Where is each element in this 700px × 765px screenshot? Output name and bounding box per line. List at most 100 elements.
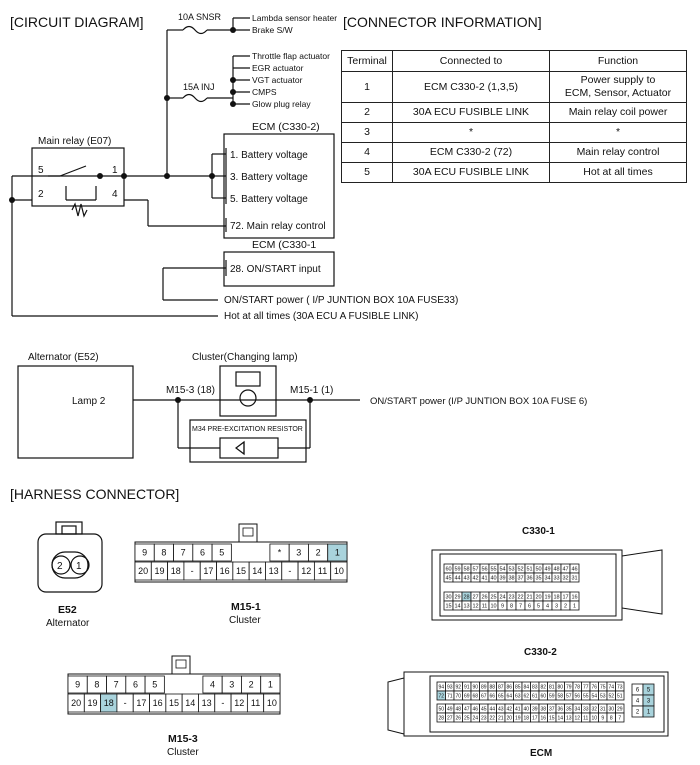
c330-2-side-cell — [642, 705, 655, 718]
e52-pin-2: 2 — [57, 561, 63, 572]
c330-1-pin-label: 42 — [472, 575, 478, 581]
c330-2-pin-label: 94 — [438, 684, 444, 690]
c330-2-pin-label: 14 — [557, 715, 563, 721]
m15-3-cell — [260, 675, 281, 694]
c330-1-pin-label: 24 — [499, 594, 505, 600]
c330-2-pin-label: 53 — [600, 693, 606, 699]
m15-3-pin-label: 19 — [87, 698, 97, 708]
m15-3-pin-label: 15 — [169, 698, 179, 708]
c330-2-pin-label: 37 — [549, 706, 555, 712]
m15-1-pin-label: 12 — [301, 566, 311, 576]
table-cell: 30A ECU FUSIBLE LINK — [392, 102, 550, 123]
c330-2-pin-label: 21 — [498, 715, 504, 721]
m15-3-pin-label: 8 — [94, 680, 99, 690]
c330-2-pin-label: 49 — [447, 706, 453, 712]
c330-2-pin-label: 89 — [481, 684, 487, 690]
c330-1-pin-label: 36 — [526, 575, 532, 581]
m15-1-pin-label: 20 — [138, 566, 148, 576]
c330-1-pin-label: 46 — [571, 566, 577, 572]
c330-2-pin-label: 50 — [438, 706, 444, 712]
c330-1-pin-label: 5 — [537, 603, 540, 609]
c330-2-pin-label: 46 — [472, 706, 478, 712]
alternator-label: Alternator (E52) — [28, 352, 99, 363]
m15-1-pin-label: 2 — [316, 548, 321, 558]
circuit-diagram-title: [CIRCUIT DIAGRAM] — [10, 14, 144, 30]
c330-2-pin-label: 92 — [455, 684, 461, 690]
ecm-pin-72: 72. Main relay control — [230, 221, 326, 232]
c330-1-pin-label: 16 — [571, 594, 577, 600]
c330-1-pin-label: 15 — [445, 603, 451, 609]
c330-2-pin-label: 70 — [455, 693, 461, 699]
table-cell: ECM C330-2 (72) — [392, 142, 550, 163]
header-connected-to: Connected to — [392, 50, 550, 72]
inj-load-4: Glow plug relay — [252, 99, 311, 109]
inj-load-3: CMPS — [252, 87, 277, 97]
m15-1-name: Cluster — [229, 615, 261, 626]
c330-2-pin-label: 13 — [566, 715, 572, 721]
c330-2-cell — [615, 712, 625, 723]
c330-1-pin-label: 58 — [463, 566, 469, 572]
m15-1-pin-label: - — [288, 566, 291, 576]
c330-2-pin-label: 10 — [591, 715, 597, 721]
m15-3-pin-label: M15-3 (18) — [166, 385, 215, 396]
m15-1-pin-label: 16 — [220, 566, 230, 576]
relay-pin-5: 5 — [38, 165, 44, 176]
relay-pin-4: 4 — [112, 189, 118, 200]
c330-1-pin-label: 7 — [519, 603, 522, 609]
c330-2-pin-label: 79 — [566, 684, 572, 690]
table-cell: Power supply to ECM, Sensor, Actuator — [549, 71, 687, 103]
c330-2-pin-label: 8 — [610, 715, 613, 721]
c330-1-pin-label: 14 — [454, 603, 460, 609]
ecm-c330-2-label: ECM (C330-2) — [252, 121, 320, 133]
c330-1-pin-label: 2 — [564, 603, 567, 609]
on-start-fuse6-label: ON/START power (I/P JUNTION BOX 10A FUSE… — [370, 396, 587, 407]
m15-3-pin-label: 11 — [251, 698, 260, 708]
m15-3-code: M15-3 — [168, 733, 198, 745]
m15-1-pin-label: 18 — [171, 566, 181, 576]
c330-2-pin-label: 73 — [617, 684, 623, 690]
c330-2-pin-label: 62 — [523, 693, 529, 699]
connector-info-title: [CONNECTOR INFORMATION] — [343, 14, 542, 30]
m15-1-cell — [327, 543, 348, 562]
table-cell: 4 — [341, 142, 393, 163]
c330-2-pin-label: 18 — [523, 715, 529, 721]
inj-load-1: EGR actuator — [252, 63, 304, 73]
m15-3-pin-label: - — [124, 698, 127, 708]
table-cell: Main relay control — [549, 142, 687, 163]
c330-2-pin-label: 39 — [532, 706, 538, 712]
m15-1-pin-label: 1 — [335, 548, 340, 558]
c330-2-pin-label: 56 — [574, 693, 580, 699]
c330-2-pin-label: 60 — [540, 693, 546, 699]
c330-2-pin-label: 82 — [540, 684, 546, 690]
c330-1-pin-label: 57 — [472, 566, 478, 572]
c330-1-pin-label: 25 — [490, 594, 496, 600]
c330-2-pin-label: 43 — [498, 706, 504, 712]
c330-1-cell — [569, 572, 580, 583]
c330-2-side-pin-label: 1 — [647, 710, 651, 716]
c330-2-pin-label: 9 — [601, 715, 604, 721]
c330-2-cell — [615, 690, 625, 701]
c330-2-pin-label: 91 — [464, 684, 470, 690]
e52-name: Alternator — [46, 618, 90, 629]
c330-2-pin-label: 54 — [591, 693, 597, 699]
c330-2-pin-label: 51 — [617, 693, 623, 699]
table-row: 3** — [341, 122, 687, 143]
m15-3-pin-label: 2 — [249, 680, 254, 690]
c330-2-pin-label: 47 — [464, 706, 470, 712]
c330-2-pin-label: 7 — [618, 715, 621, 721]
c330-1-pin-label: 4 — [546, 603, 549, 609]
c330-2-pin-label: 76 — [591, 684, 597, 690]
c330-1-pin-label: 17 — [562, 594, 568, 600]
inj-load-0: Throttle flap actuator — [252, 51, 330, 61]
c330-2-pin-label: 35 — [566, 706, 572, 712]
c330-1-pin-label: 39 — [499, 575, 505, 581]
c330-2-pin-label: 77 — [583, 684, 589, 690]
c330-2-pin-label: 32 — [591, 706, 597, 712]
table-cell: 1 — [341, 71, 393, 103]
m15-1-pin-label: 11 — [318, 566, 327, 576]
c330-2-pin-label: 17 — [532, 715, 538, 721]
snsr-load-0: Lambda sensor heater — [252, 13, 337, 23]
m15-1-pin-label: 13 — [269, 566, 279, 576]
c330-1-pin-label: 50 — [535, 566, 541, 572]
